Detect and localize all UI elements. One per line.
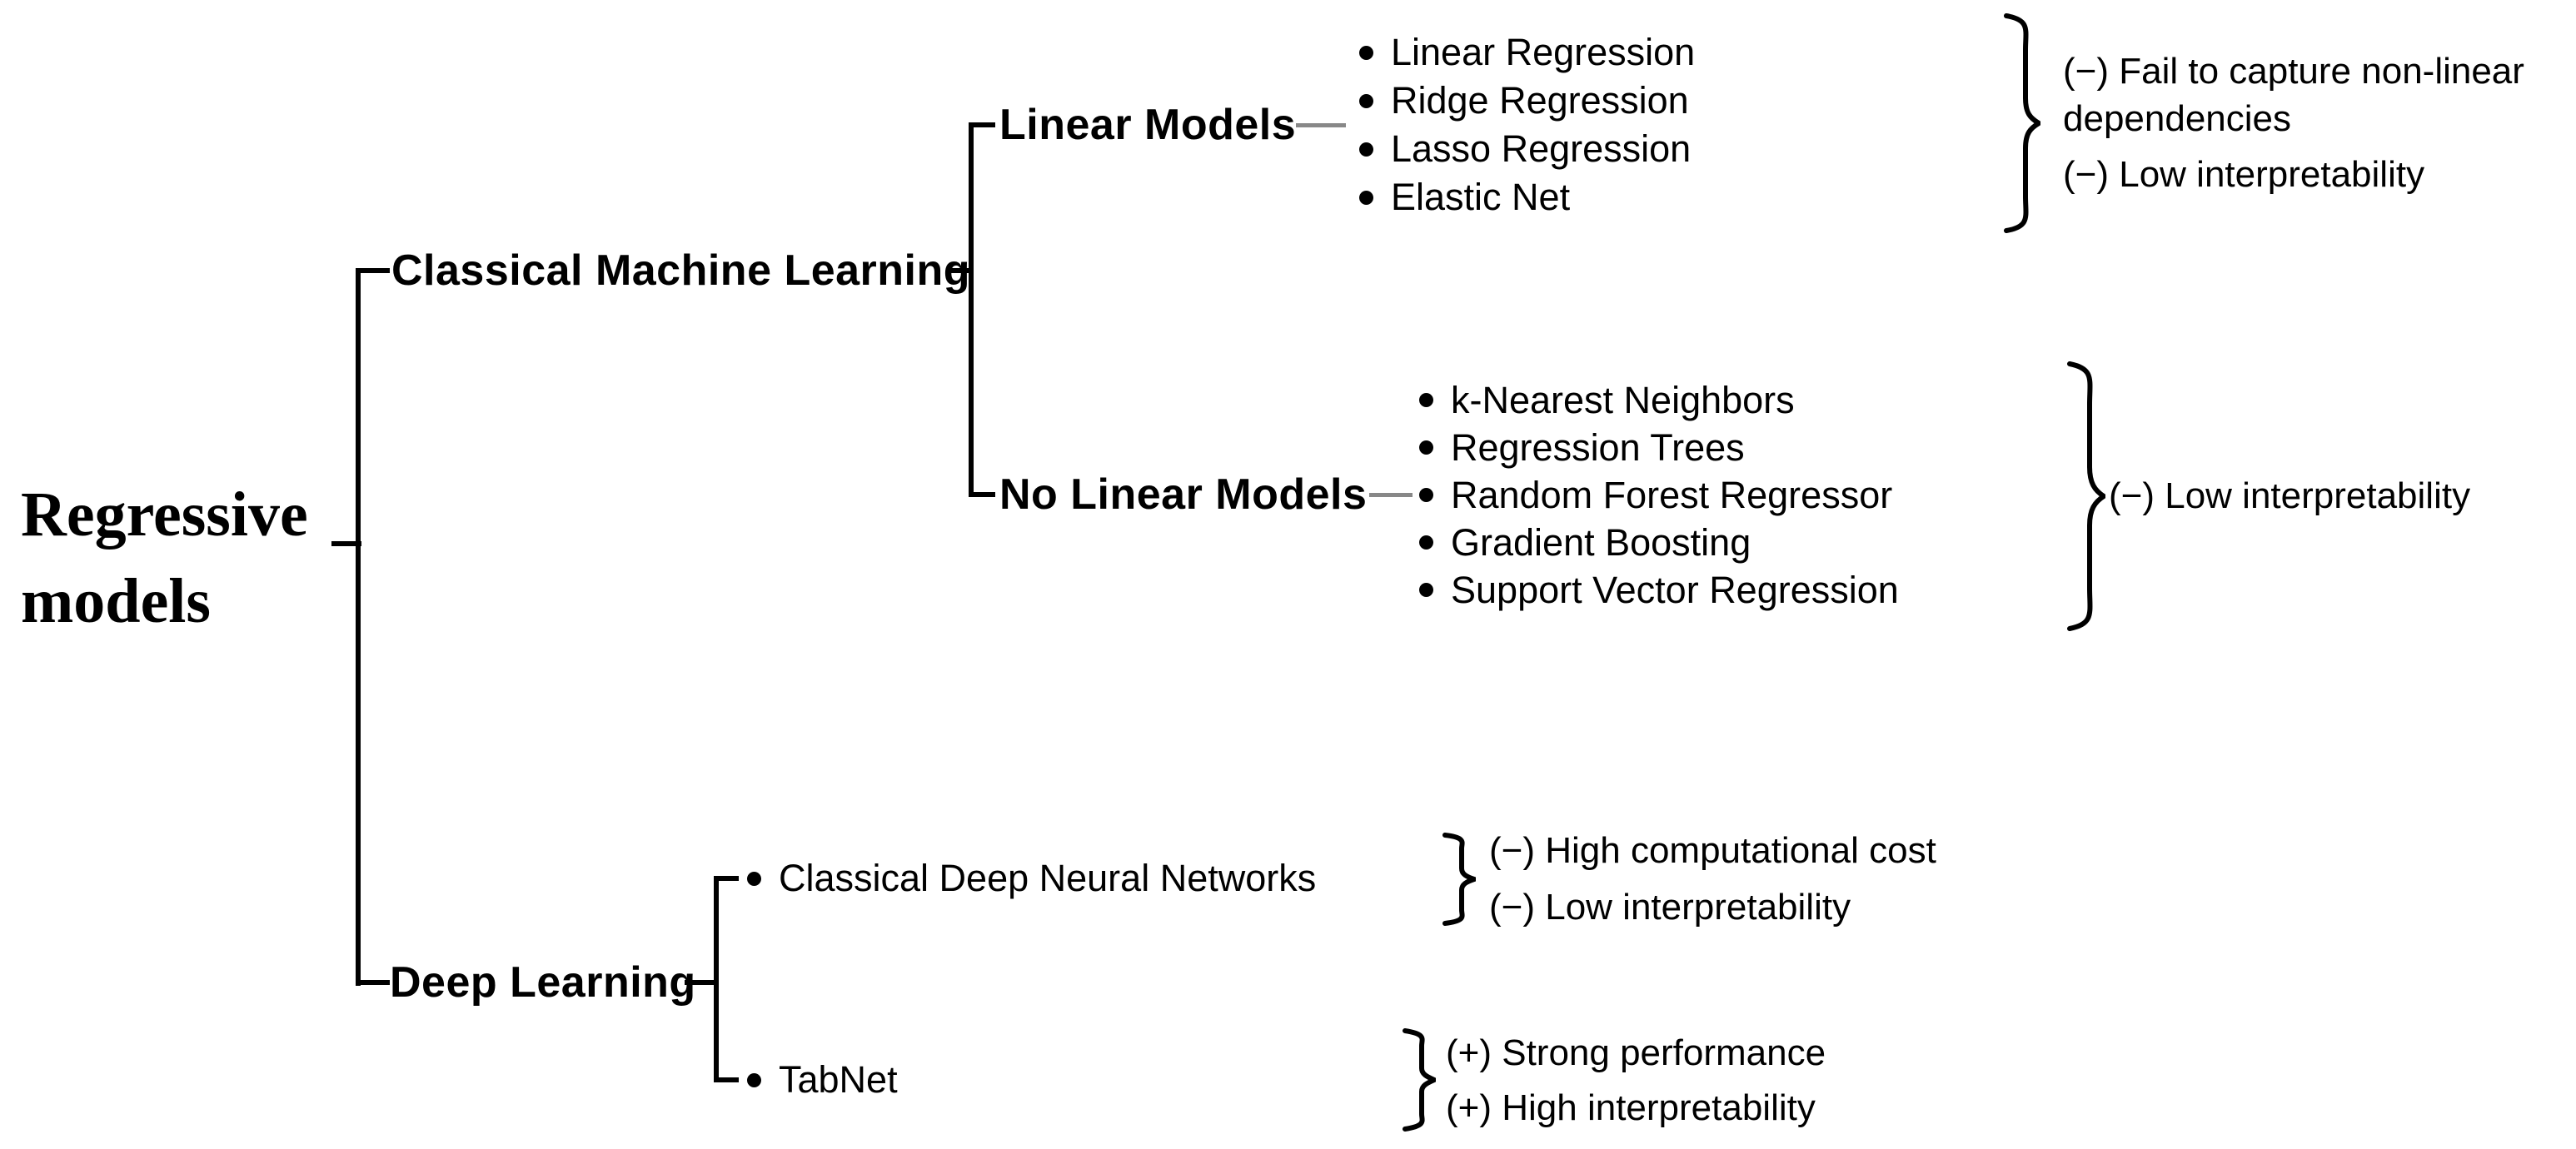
root-label: Regressive models <box>21 471 308 644</box>
brace-icon <box>2067 361 2105 631</box>
note-text: (+) High interpretability <box>1446 1087 1816 1128</box>
classical-branch-connector <box>358 268 390 273</box>
list-item-label: Elastic Net <box>1391 176 1571 218</box>
linear-models-list: Linear Regression Ridge Regression Lasso… <box>1359 28 1695 221</box>
list-item-label: k-Nearest Neighbors <box>1451 378 1795 421</box>
linear-models-dash-connector <box>1296 123 1346 127</box>
classical-children-bracket <box>969 122 974 497</box>
brace-icon <box>1403 1028 1436 1132</box>
brace-icon <box>1442 833 1476 926</box>
deep-children-bracket <box>714 876 719 1082</box>
leaf-label: TabNet <box>779 1058 898 1101</box>
trunk-line <box>356 268 361 986</box>
no-linear-models-notes: (−) Low interpretability <box>2109 473 2470 520</box>
linear-models-connector <box>972 122 995 127</box>
list-item-label: Random Forest Regressor <box>1451 473 1893 516</box>
note-text: (−) Low interpretability <box>1489 887 1851 928</box>
tabnet-leaf: TabNet <box>747 1056 898 1104</box>
list-item: Random Forest Regressor <box>1419 471 1899 519</box>
root-connector <box>331 541 361 546</box>
list-item: Gradient Boosting <box>1419 519 1899 566</box>
node-classical-machine-learning: Classical Machine Learning <box>391 246 971 295</box>
no-linear-models-dash-connector <box>1369 493 1413 497</box>
list-item-label: Ridge Regression <box>1391 79 1689 122</box>
brace-icon <box>2004 13 2040 233</box>
list-item-label: Linear Regression <box>1391 31 1696 73</box>
list-item: Linear Regression <box>1359 28 1695 77</box>
no-linear-models-connector <box>972 492 995 497</box>
root-label-line2: models <box>21 566 211 636</box>
bullet-icon <box>1419 440 1433 455</box>
note-text: (−) Low interpretability <box>2063 154 2425 195</box>
deep-branch-connector <box>358 980 390 985</box>
cdnn-leaf: Classical Deep Neural Networks <box>747 854 1316 903</box>
bullet-icon <box>747 871 761 886</box>
bullet-icon <box>1359 142 1373 157</box>
note-text: (−) Fail to capture non-linear dependenc… <box>2063 51 2524 139</box>
deep-children-connector <box>685 980 718 985</box>
no-linear-models-list: k-Nearest Neighbors Regression Trees Ran… <box>1419 376 1899 614</box>
root-label-line1: Regressive <box>21 480 308 550</box>
bullet-icon <box>1419 583 1433 597</box>
list-item: k-Nearest Neighbors <box>1419 376 1899 424</box>
linear-models-notes: (−) Fail to capture non-linear dependenc… <box>2063 47 2576 198</box>
node-linear-models: Linear Models <box>999 101 1297 149</box>
list-item: Lasso Regression <box>1359 125 1695 173</box>
cdnn-notes: (−) High computational cost (−) Low inte… <box>1489 823 1936 936</box>
list-item: Support Vector Regression <box>1419 566 1899 614</box>
list-item-label: Support Vector Regression <box>1451 568 1899 611</box>
bullet-icon <box>1419 488 1433 502</box>
list-item-label: Gradient Boosting <box>1451 520 1751 564</box>
cdnn-connector <box>717 876 739 881</box>
bullet-icon <box>1359 190 1373 205</box>
leaf-label: Classical Deep Neural Networks <box>779 857 1317 899</box>
bullet-icon <box>1419 535 1433 550</box>
list-item-label: Lasso Regression <box>1391 127 1692 170</box>
bullet-icon <box>1359 93 1373 108</box>
list-item: Ridge Regression <box>1359 77 1695 125</box>
bullet-icon <box>747 1072 761 1087</box>
tabnet-notes: (+) Strong performance (+) High interpre… <box>1446 1026 1826 1136</box>
list-item: Regression Trees <box>1419 424 1899 471</box>
list-item: Elastic Net <box>1359 173 1695 221</box>
node-no-linear-models: No Linear Models <box>999 470 1368 519</box>
note-text: (−) Low interpretability <box>2109 475 2471 516</box>
tabnet-connector <box>717 1077 739 1082</box>
bullet-icon <box>1419 393 1433 407</box>
node-deep-learning: Deep Learning <box>390 958 696 1007</box>
bullet-icon <box>1359 45 1373 60</box>
list-item-label: Regression Trees <box>1451 425 1745 469</box>
classical-children-connector <box>946 268 974 273</box>
note-text: (−) High computational cost <box>1489 830 1936 871</box>
note-text: (+) Strong performance <box>1446 1032 1826 1073</box>
